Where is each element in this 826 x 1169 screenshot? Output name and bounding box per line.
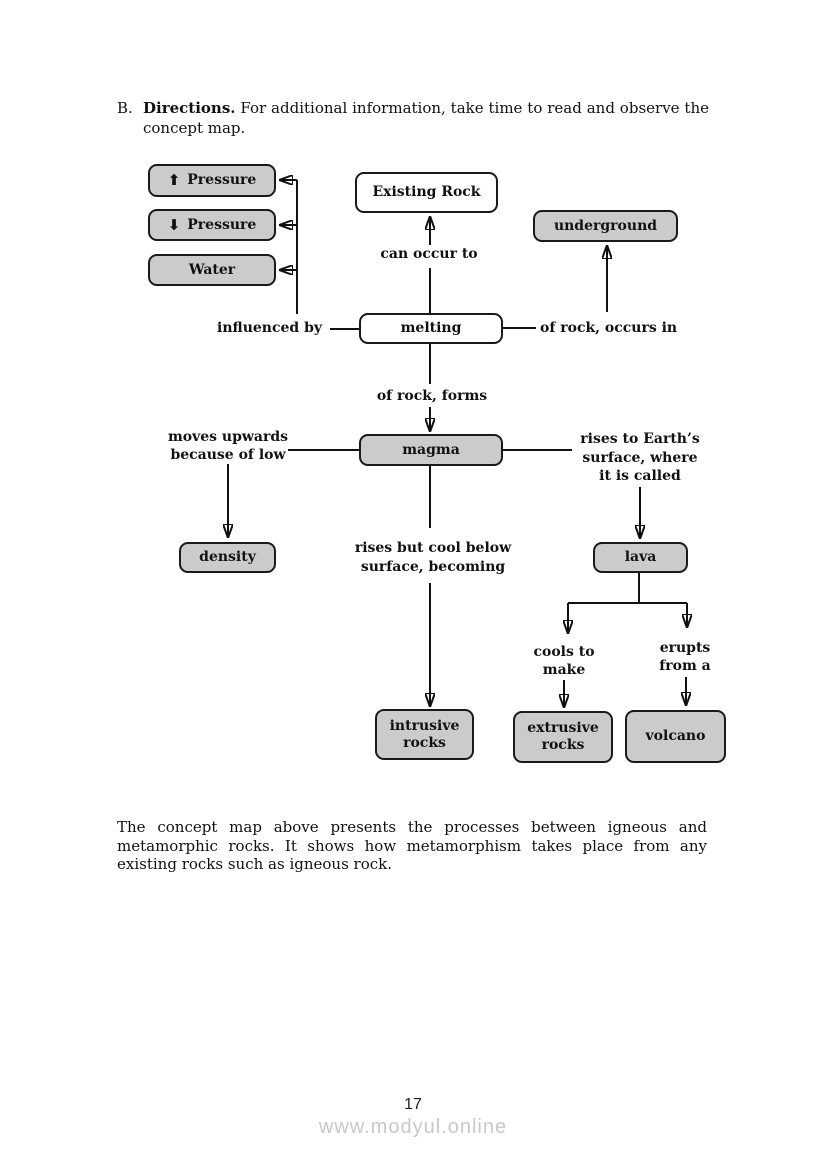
node-intrusive-rocks: intrusive rocks	[375, 709, 474, 760]
directions-header: B. Directions. For additional informatio…	[117, 99, 709, 138]
node-label: lava	[624, 549, 657, 565]
node-label: Pressure	[187, 172, 257, 188]
node-extrusive-rocks: extrusive rocks	[513, 711, 613, 763]
edge-label-cools-to-make: cools to make	[533, 644, 595, 678]
node-label: Water	[188, 261, 236, 278]
node-density: density	[179, 542, 276, 573]
page-number: 17	[404, 1096, 422, 1113]
list-marker: B.	[117, 99, 133, 117]
node-label: volcano	[645, 728, 706, 744]
edge-label-of-rock-occurs-in: of rock, occurs in	[540, 320, 678, 336]
node-magma: magma	[359, 434, 503, 466]
down-arrow-icon: ⬇	[167, 215, 181, 234]
node-pressure-up: ⬆ Pressure	[148, 164, 276, 197]
edge-label-of-rock-forms: of rock, forms	[376, 388, 488, 404]
edge-label-moves-upwards: moves upwards because of low	[167, 429, 289, 463]
edge-label-erupts-from-a: erupts from a	[659, 640, 711, 674]
edge-label-rises-but-cool: rises but cool below surface, becoming	[354, 540, 512, 575]
node-label: Existing Rock	[372, 184, 481, 200]
edge-label-influenced-by: influenced by	[217, 320, 322, 336]
node-label: magma	[402, 441, 460, 458]
summary-paragraph: The concept map above presents the proce…	[117, 818, 707, 873]
node-existing-rock: Existing Rock	[355, 172, 498, 213]
node-pressure-down: ⬇ Pressure	[148, 209, 276, 241]
node-label: Pressure	[187, 216, 257, 233]
node-water: Water	[148, 254, 276, 286]
watermark: www.modyul.online	[318, 1116, 508, 1138]
node-melting: melting	[359, 313, 503, 344]
concept-map-connectors	[0, 0, 826, 800]
node-label: extrusive rocks	[527, 720, 599, 753]
node-label: underground	[553, 217, 658, 234]
up-arrow-icon: ⬆	[167, 171, 181, 189]
node-label: melting	[400, 320, 462, 336]
directions-label: Directions.	[143, 99, 236, 117]
node-volcano: volcano	[625, 710, 726, 763]
edge-label-can-occur-to: can occur to	[380, 246, 478, 262]
node-label: intrusive rocks	[389, 717, 460, 751]
node-underground: underground	[533, 210, 678, 242]
directions-body: For additional information, take time to…	[143, 99, 709, 137]
edge-label-rises-to-surface: rises to Earth’s surface, where it is ca…	[580, 431, 700, 484]
directions-text: Directions. For additional information, …	[143, 99, 709, 138]
node-lava: lava	[593, 542, 688, 573]
node-label: density	[199, 549, 256, 565]
